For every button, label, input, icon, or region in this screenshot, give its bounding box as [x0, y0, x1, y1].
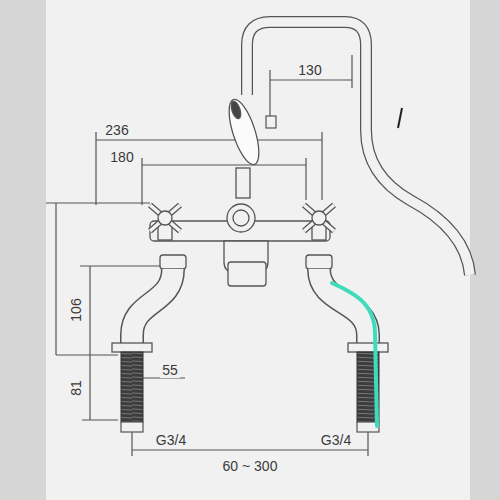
dimension-label: G3/4 — [154, 432, 188, 448]
dimension-label: 180 — [108, 149, 135, 165]
supply-leg — [112, 255, 186, 432]
dimension-label: 55 — [160, 362, 180, 378]
cross-handle — [150, 205, 180, 240]
highlight-stroke — [332, 283, 377, 426]
cross-handle — [304, 205, 334, 240]
handset — [223, 96, 265, 198]
dimension-label: 236 — [103, 122, 130, 138]
dimension-label: 130 — [296, 62, 323, 78]
dimension-label: 106 — [68, 296, 84, 323]
supply-leg — [306, 255, 388, 432]
dimension-lines — [46, 55, 368, 456]
dimension-label: 60 ~ 300 — [221, 458, 280, 474]
sheet — [46, 0, 470, 500]
dimension-label: 81 — [68, 378, 84, 398]
dimension-label: G3/4 — [319, 432, 353, 448]
